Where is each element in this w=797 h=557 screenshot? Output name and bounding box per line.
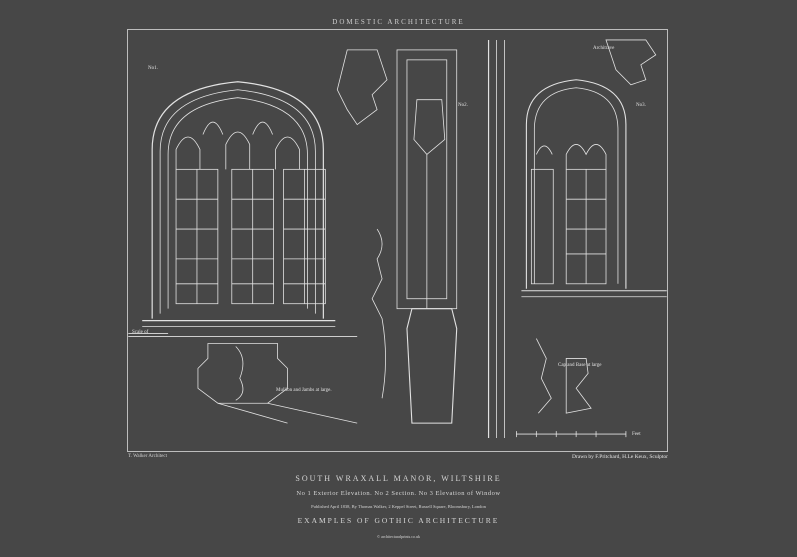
page-header-title: DOMESTIC ARCHITECTURE — [332, 18, 465, 26]
plate-subtitle: No 1 Exterior Elevation. No 2 Section. N… — [296, 490, 501, 497]
series-title: EXAMPLES OF GOTHIC ARCHITECTURE — [297, 516, 500, 525]
figure-3-label: No3. — [636, 103, 646, 108]
plate-title: SOUTH WRAXALL MANOR, WILTSHIRE — [295, 474, 502, 483]
source-credit: © architecturalprints.co.uk — [377, 534, 420, 539]
architrave-label: Architrave — [593, 46, 615, 51]
feet-label: Feet — [632, 432, 641, 437]
publication-line: Published April 1838, By Thomas Walker, … — [311, 504, 486, 509]
figure-2-label: No2. — [458, 103, 468, 108]
figure-1-label: No1. — [148, 66, 158, 71]
scale-label: Scale of — [132, 330, 149, 335]
architect-credit: T. Walker Architect — [128, 454, 167, 459]
engraver-credit: Drawn by F.Pritchard, H.Le Keux, Sculpto… — [572, 454, 668, 460]
section-note: Cap and Base at large — [558, 363, 602, 368]
architectural-drawing — [128, 39, 667, 439]
drawing-plate: No1. No2. No3. Mullion and Jambs at larg… — [127, 29, 668, 452]
mullion-note: Mullion and Jambs at large. — [276, 388, 332, 393]
